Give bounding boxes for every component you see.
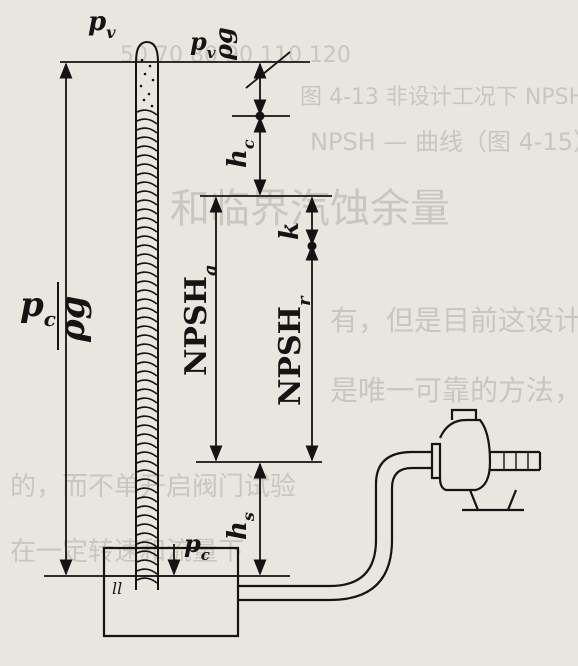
coil-turn	[136, 208, 158, 215]
pump-shaft	[490, 450, 542, 472]
junction-dots	[255, 111, 317, 251]
bg-text-line-2: 图 4-13 非设计工况下 NPSH	[300, 85, 578, 110]
pipe-upper-wall	[238, 450, 432, 588]
coil-turn	[136, 451, 158, 458]
coil-turn	[136, 487, 158, 494]
coil-turn	[136, 181, 158, 188]
coil-turn	[136, 379, 158, 386]
pump	[430, 408, 542, 512]
coil-turn	[136, 145, 158, 152]
coil-turn	[136, 442, 158, 449]
coil-turn	[136, 280, 158, 287]
bg-text-line-5: 有，但是目前这设计	[330, 304, 578, 337]
coil-turn	[136, 343, 158, 350]
label-pc-den: ρg	[53, 296, 93, 343]
coil-turn	[136, 298, 158, 305]
vertical-tube	[135, 40, 159, 590]
label-pc-small: pc	[184, 529, 210, 564]
coil-turn	[136, 541, 158, 548]
coil-turn	[136, 190, 158, 197]
bg-text-line-6: 是唯一可靠的方法，看泵特性	[330, 374, 578, 407]
coil-turn	[136, 289, 158, 296]
coil-turn	[136, 496, 158, 503]
dot-k	[307, 241, 317, 251]
bg-text-line-8: 在一定转速和流量下	[10, 537, 244, 567]
coil-turn	[136, 532, 158, 539]
coil-turn	[136, 253, 158, 260]
label-hs: hs	[223, 512, 258, 540]
pump-outlet	[450, 408, 478, 420]
coil-turn	[136, 397, 158, 404]
label-pv-top: pv	[88, 7, 116, 42]
coil-turn	[136, 361, 158, 368]
pump-body	[438, 418, 492, 492]
tube-vapour-dots	[139, 58, 155, 108]
coil-turn	[136, 154, 158, 161]
coil-turn	[136, 568, 158, 575]
pump-base	[462, 489, 524, 512]
coil-turn	[136, 271, 158, 278]
label-k: k	[275, 222, 305, 240]
coil-turn	[136, 262, 158, 269]
coil-turn	[136, 370, 158, 377]
coil-turn	[136, 244, 158, 251]
label-pv-num: pv	[190, 27, 216, 62]
coil-turn	[136, 316, 158, 323]
coil-turn	[136, 469, 158, 476]
coil-turn	[136, 577, 158, 584]
coil-turn	[136, 523, 158, 530]
tank-outline	[102, 546, 240, 638]
pump-flange	[430, 442, 442, 480]
coil-turn	[136, 478, 158, 485]
coil-turn	[136, 550, 158, 557]
suction-pipe	[238, 450, 432, 602]
coil-turn	[136, 388, 158, 395]
tube-top-cap	[135, 40, 159, 63]
bg-text-line-7: 的，而不单开启阀门试验	[10, 472, 296, 502]
coil-turn	[136, 424, 158, 431]
coil-turn	[136, 334, 158, 341]
coil-turn	[136, 433, 158, 440]
coil-turn	[136, 415, 158, 422]
dimension-lines	[59, 51, 319, 576]
coil-turn	[136, 217, 158, 224]
labels: pv pv ρg hc k pc ρg NPSHa NPSHr hs pc ll	[20, 7, 315, 598]
coil-turn	[136, 325, 158, 332]
coil-turn	[136, 307, 158, 314]
coil-turn	[136, 235, 158, 242]
coil-turn	[136, 514, 158, 521]
coil-turn	[136, 460, 158, 467]
bg-text-line-4: 和临界汽蚀余量	[170, 186, 450, 232]
tube-coil	[136, 109, 158, 584]
coil-turn	[136, 406, 158, 413]
coil-turn	[136, 127, 158, 134]
label-pv-den: ρg	[209, 27, 238, 61]
label-hc: hc	[223, 139, 258, 168]
coil-turn	[136, 163, 158, 170]
reference-lines	[44, 61, 332, 577]
dot-hc	[255, 111, 265, 121]
pointer-pv	[245, 51, 291, 89]
background-text-layer: 50 70 80 90 110 120 图 4-13 非设计工况下 NPSH N…	[10, 43, 578, 567]
coil-turn	[136, 505, 158, 512]
coil-turn	[136, 352, 158, 359]
label-npsha: NPSHa	[179, 264, 221, 376]
tank-mark: ll	[112, 579, 122, 598]
coil-turn	[136, 172, 158, 179]
coil-turn	[136, 109, 158, 116]
coil-turn	[136, 559, 158, 566]
label-npshr: NPSHr	[273, 295, 315, 406]
coil-turn	[136, 136, 158, 143]
coil-turn	[136, 226, 158, 233]
bg-text-line-3: NPSH — 曲线（图 4-15）	[310, 128, 578, 156]
pump-shaft-grooves	[503, 452, 529, 470]
coil-turn	[136, 199, 158, 206]
label-pc-num: pc	[20, 285, 56, 331]
pipe-lower-wall	[238, 466, 432, 602]
coil-turn	[136, 118, 158, 125]
